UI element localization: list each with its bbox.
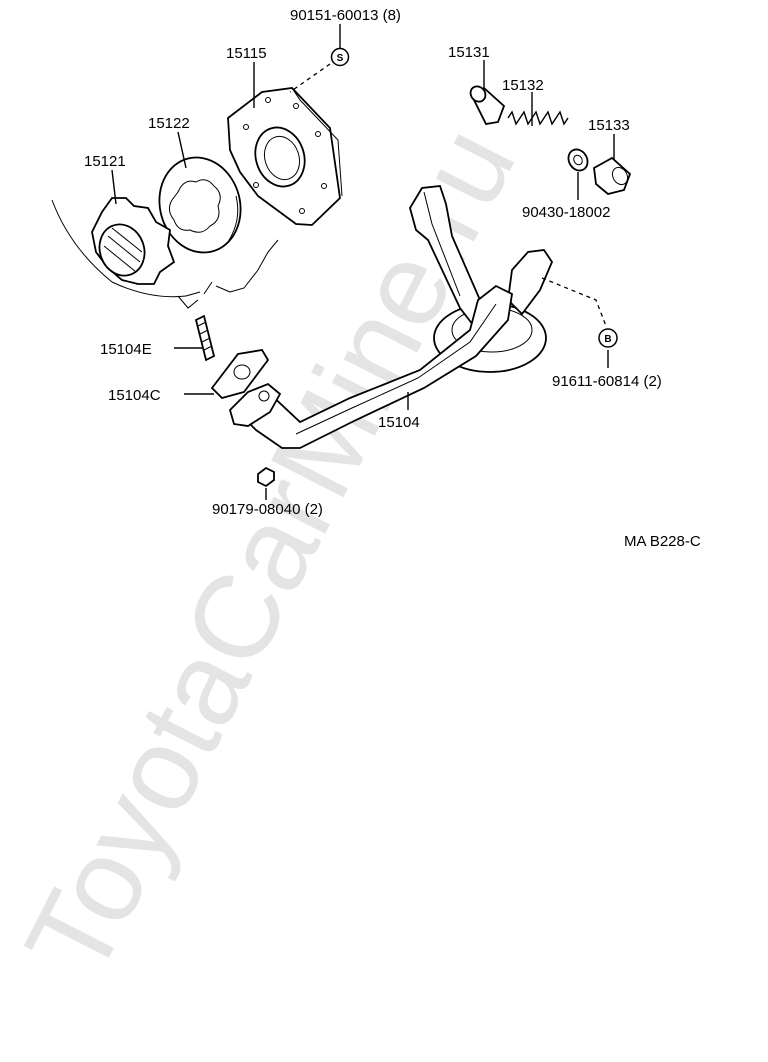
label-15131: 15131 — [448, 44, 490, 61]
relief-valve-drawing — [469, 85, 632, 195]
svg-text:S: S — [337, 53, 344, 64]
svg-text:B: B — [604, 334, 611, 345]
diagram-code: MA B228-C — [624, 533, 701, 550]
label-15115: 15115 — [226, 45, 267, 62]
oil-strainer-drawing — [228, 185, 554, 449]
pump-cover-drawing — [227, 87, 343, 226]
stud-bolt-drawing — [194, 314, 216, 362]
strainer-gasket-drawing — [210, 349, 270, 400]
label-90151-60013: 90151-60013 (8) — [290, 7, 401, 24]
label-15122: 15122 — [148, 115, 190, 132]
label-15104C: 15104C — [108, 387, 161, 404]
label-90179-08040: 90179-08040 (2) — [212, 501, 323, 518]
driven-rotor-drawing — [158, 156, 242, 254]
drive-rotor-drawing — [91, 197, 176, 285]
leader-lines — [111, 24, 615, 500]
label-15121: 15121 — [84, 153, 126, 170]
nut-drawing — [257, 466, 275, 488]
label-15133: 15133 — [588, 117, 630, 134]
watermark-text: ToyotaCarMine.ru — [1, 107, 541, 997]
symbol-s-marker: S — [330, 47, 350, 67]
label-15104: 15104 — [378, 414, 420, 431]
symbol-b-marker: B — [598, 328, 618, 348]
label-90430-18002: 90430-18002 — [522, 204, 610, 221]
label-15104E: 15104E — [100, 341, 152, 358]
label-15132: 15132 — [502, 77, 544, 94]
label-91611-60814: 91611-60814 (2) — [552, 373, 662, 390]
block-outline — [51, 199, 279, 309]
